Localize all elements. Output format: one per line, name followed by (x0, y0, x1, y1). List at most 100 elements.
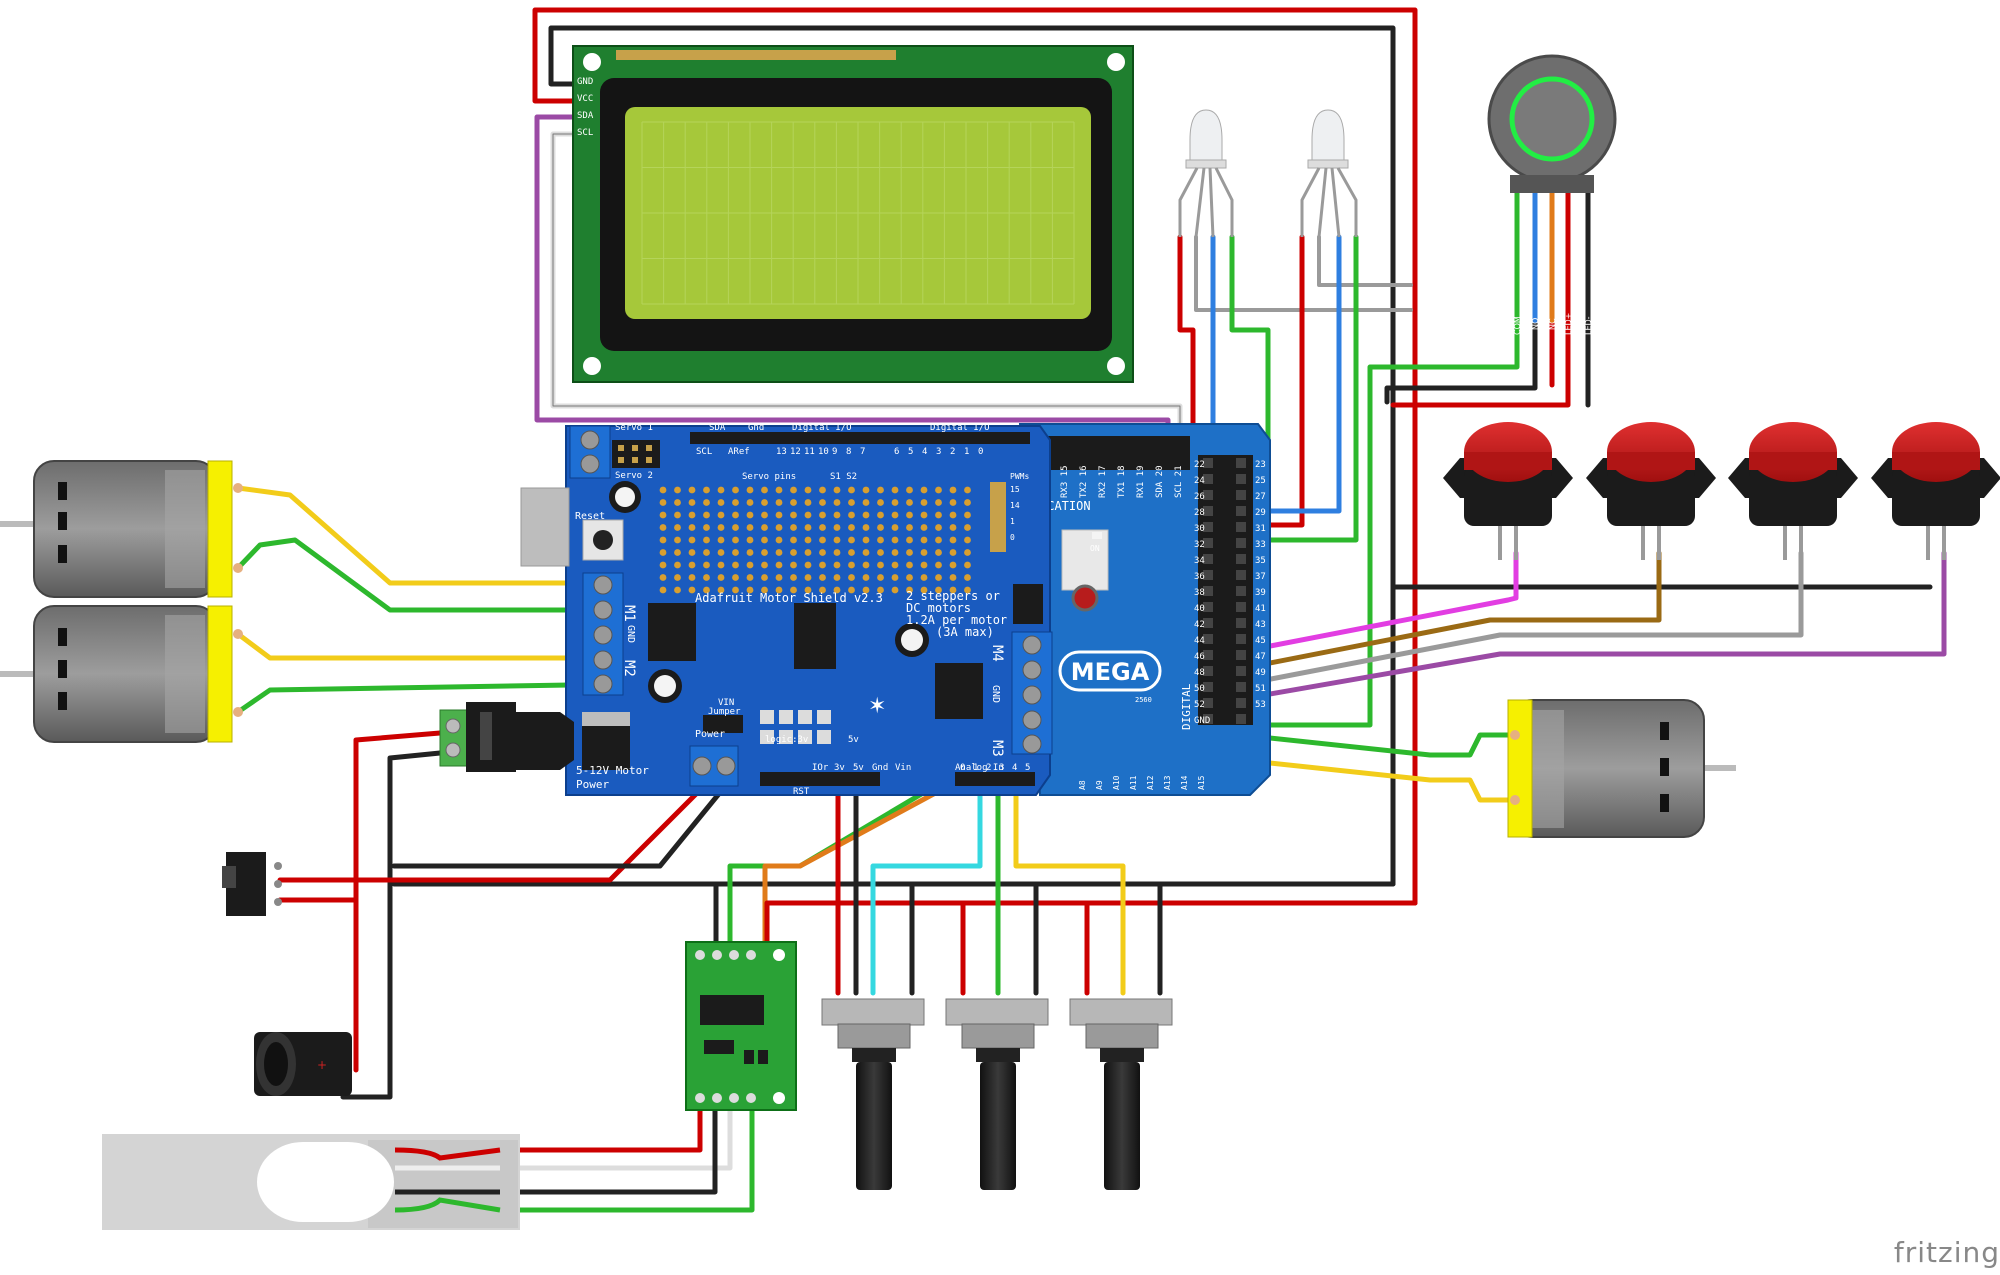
shield-label-power: Power (695, 729, 725, 740)
shield-analog-pin-3: 3 (999, 763, 1004, 773)
mega-communication-label: ICATION (1040, 499, 1091, 513)
push-button-3 (1728, 422, 1858, 560)
shield-digital-pin-7: 7 (860, 447, 865, 457)
mega-analog-A10: A10 (1112, 775, 1121, 790)
shield-title: Adafruit Motor Shield v2.3 (695, 591, 883, 605)
rfid-pin-no: NO (1531, 318, 1540, 330)
shield-label-5v: 5v (848, 735, 859, 745)
rfid-pin-ledp: LED+ (1564, 313, 1573, 335)
shield-label-scl: SCL (696, 447, 712, 457)
shield-label-jumper: Jumper (708, 707, 741, 717)
mega-left-pin-GND: GND (1194, 716, 1210, 726)
push-button-4 (1871, 422, 2000, 560)
mega-logo: MEGA (1071, 658, 1150, 686)
shield-port-gnd1: GND (625, 625, 636, 643)
lcd-pin-sda: SDA (577, 111, 594, 121)
rfid-reader: COM NO NC LED+ LED- (1487, 54, 1617, 335)
mega-left-pin-26: 26 (1194, 492, 1205, 502)
shield-port-m3: M3 (989, 740, 1005, 757)
lcd-pin-gnd: GND (577, 77, 593, 87)
shield-digital-pin-4: 4 (922, 447, 927, 457)
wire-lcd-gnd (548, 25, 1396, 887)
wire-lcd-sda (534, 114, 1171, 431)
mega-comm-pin-2: TX2 16 (1079, 465, 1089, 498)
rgb-led-1 (1178, 109, 1234, 238)
shield-note-4: (3A max) (936, 625, 994, 639)
shield-bottom-label-2: 3v (834, 763, 845, 773)
mega-digital-label: DIGITAL (1180, 683, 1193, 730)
dc-motor-1 (0, 460, 243, 598)
shield-label-reset: Reset (575, 511, 605, 522)
shield-label-servo-pins: Servo pins (742, 472, 796, 482)
shield-analog-pin-2: 2 (986, 763, 991, 773)
shield-digital-pin-1: 1 (964, 447, 969, 457)
shield-digital-pin-0: 0 (978, 447, 983, 457)
shield-label-digital1: Digital I/O (792, 423, 852, 433)
shield-digital-pin-9: 9 (832, 447, 837, 457)
wire-lcd-vcc (532, 7, 1418, 906)
shield-port-m2: M2 (621, 660, 637, 677)
mega-left-pin-36: 36 (1194, 572, 1205, 582)
shield-label-aref: ARef (728, 447, 750, 457)
mega-left-pin-50: 50 (1194, 684, 1205, 694)
potentiometer-1 (821, 998, 925, 1190)
mega-left-pin-44: 44 (1194, 636, 1205, 646)
shield-label-motor-power-2: Power (576, 778, 609, 791)
shield-port-m1: M1 (621, 605, 637, 622)
rfid-pin-ledm: LED- (1584, 316, 1593, 335)
dc-motor-3 (1507, 699, 1736, 838)
mega-left-pin-42: 42 (1194, 620, 1205, 630)
push-buttons (1443, 422, 2000, 560)
mega-left-pin-52: 52 (1194, 700, 1205, 710)
mega-right-pin-29: 29 (1255, 508, 1266, 518)
mega-analog-A14: A14 (1180, 775, 1189, 790)
shield-label-pwms: PWMs (1010, 472, 1029, 481)
lcd-display: GND VCC SDA SCL (572, 45, 1134, 383)
shield-label-servo2: Servo 2 (615, 471, 653, 481)
shield-digital-pin-11: 11 (804, 447, 815, 457)
shield-bottom-label-5: Vin (895, 763, 911, 773)
shield-digital-pin-10: 10 (818, 447, 829, 457)
mega-right-pin-53: 53 (1255, 700, 1266, 710)
shield-label-vin: VIN (718, 698, 734, 708)
svg-text:+: + (317, 1058, 327, 1072)
svg-text:✶: ✶ (868, 694, 886, 719)
mega-left-pin-40: 40 (1194, 604, 1205, 614)
mega-right-pin-35: 35 (1255, 556, 1266, 566)
shield-bottom-label-6: Analog In (955, 763, 1004, 773)
shield-port-gnd2: GND (990, 685, 1001, 703)
shield-digital-pin-5: 5 (908, 447, 913, 457)
shield-digital-pin-3: 3 (936, 447, 941, 457)
mega-right-pin-43: 43 (1255, 620, 1266, 630)
mega-comm-pin-7: SCL 21 (1174, 465, 1184, 498)
rail-red (764, 900, 1418, 947)
mega-left-pin-46: 46 (1194, 652, 1205, 662)
lcd-pin-vcc: VCC (577, 94, 593, 104)
shield-port-m4: M4 (989, 645, 1005, 662)
shield-analog-pin-5: 5 (1025, 763, 1030, 773)
mega-right-pin-27: 27 (1255, 492, 1266, 502)
mega-comm-pin-5: RX1 19 (1136, 465, 1146, 498)
mega-analog-A13: A13 (1163, 775, 1172, 790)
mega-left-pin-24: 24 (1194, 476, 1205, 486)
shield-label-gnd: Gnd (748, 423, 764, 433)
shield-label-digital2: Digital I/O (930, 423, 990, 433)
mega-right-pin-47: 47 (1255, 652, 1266, 662)
mega-right-pin-37: 37 (1255, 572, 1266, 582)
shield-pwm-pin-14: 14 (1010, 501, 1020, 510)
mega-right-pin-25: 25 (1255, 476, 1266, 486)
mega-comm-pin-4: TX1 18 (1117, 465, 1127, 498)
shield-pwm-pin-15: 15 (1010, 485, 1020, 494)
rfid-pin-com: COM (1513, 316, 1522, 335)
potentiometer-3 (1069, 998, 1173, 1190)
fritzing-watermark: fritzing (1893, 1236, 2000, 1269)
shield-digital-pin-2: 2 (950, 447, 955, 457)
mega-left-pin-30: 30 (1194, 524, 1205, 534)
shield-bottom-label-4: Gnd (872, 763, 888, 773)
mega-model: 2560 (1135, 696, 1152, 704)
shield-analog-pin-1: 1 (973, 763, 978, 773)
rfid-pin-nc: NC (1548, 318, 1557, 330)
mega-right-pin-23: 23 (1255, 460, 1266, 470)
mega-right-pin-45: 45 (1255, 636, 1266, 646)
